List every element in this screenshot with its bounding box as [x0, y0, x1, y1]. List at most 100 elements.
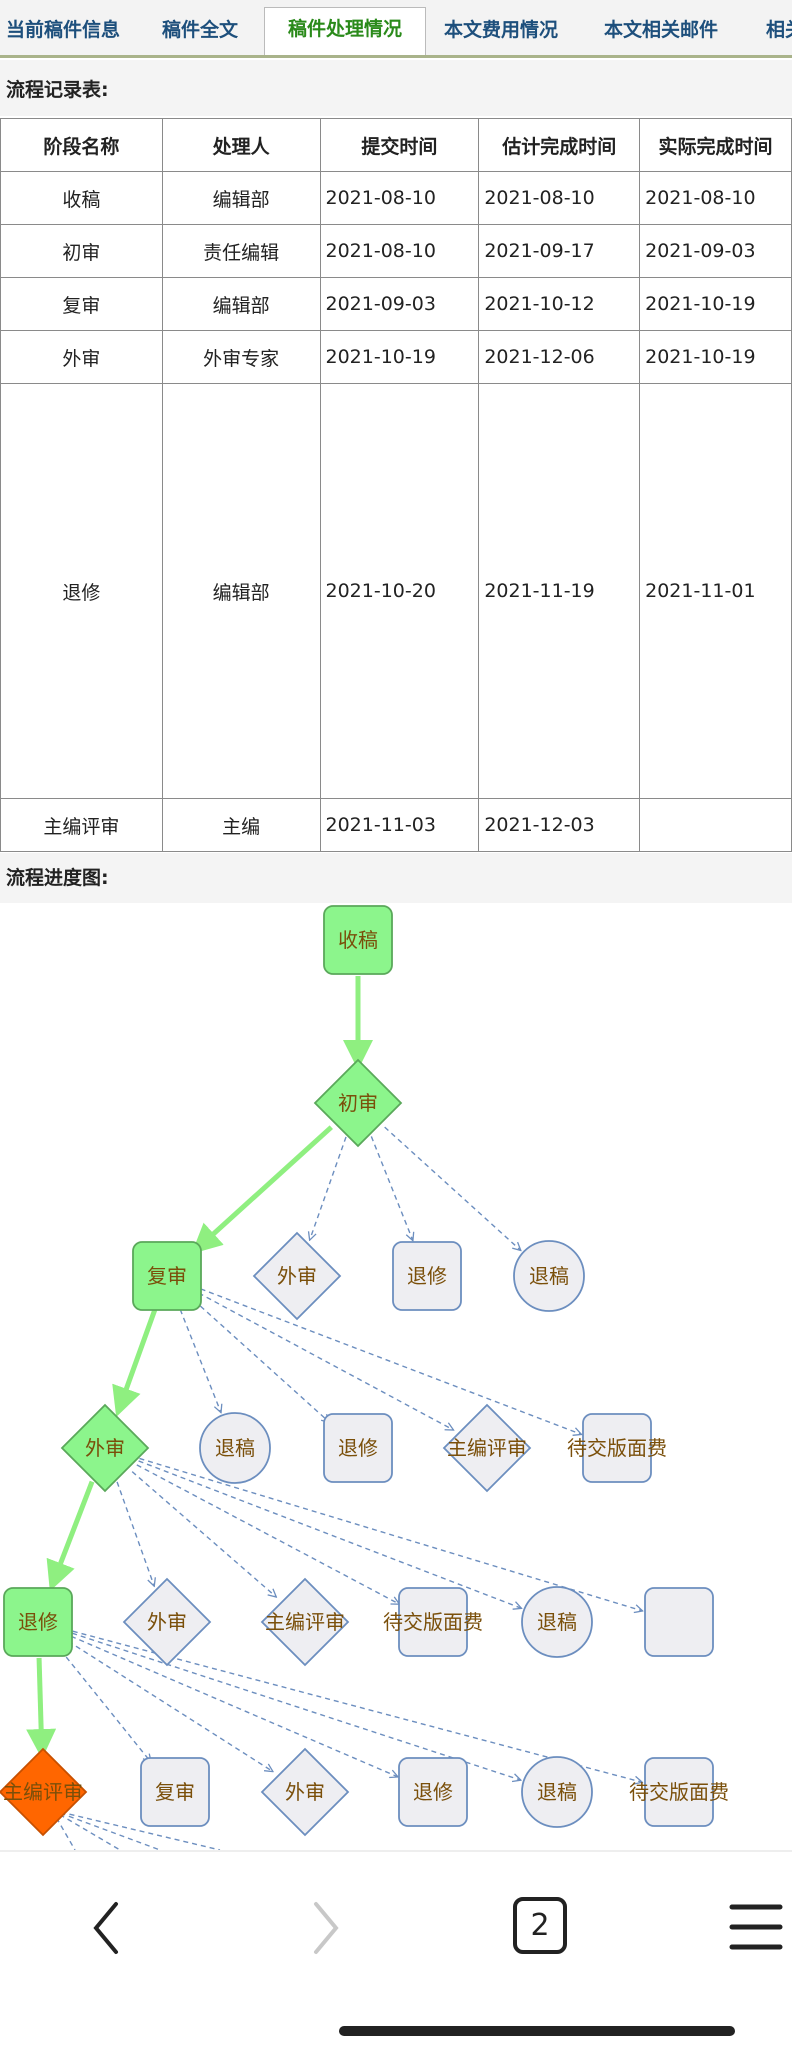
- table-cell: 外审专家: [161, 330, 321, 384]
- flow-node-label: 复审: [155, 1780, 195, 1804]
- option-arrow: [200, 1288, 582, 1435]
- flow-node-label: 待交版面费: [567, 1436, 667, 1460]
- flow-node-label: 外审: [277, 1264, 317, 1288]
- progress-arrow: [46, 1480, 95, 1592]
- tab-fee-status[interactable]: 本文费用情况: [444, 19, 559, 41]
- flow-node[interactable]: 复审: [132, 1241, 202, 1311]
- tab-manuscript-fulltext[interactable]: 稿件全文: [162, 19, 239, 41]
- flow-node[interactable]: 退稿: [521, 1756, 593, 1828]
- tab-manuscript-processing[interactable]: 稿件处理情况: [264, 7, 426, 55]
- flow-node[interactable]: 退稿: [199, 1412, 271, 1484]
- table-cell: 2021-08-10: [639, 171, 792, 225]
- flow-node[interactable]: 待交版面费: [629, 1757, 729, 1827]
- flow-node-label: 退稿: [529, 1264, 569, 1288]
- flow-node[interactable]: 外审: [252, 1231, 342, 1321]
- option-arrow: [51, 1809, 161, 1851]
- home-indicator[interactable]: [339, 2026, 735, 2036]
- option-arrow: [60, 1649, 152, 1762]
- progress-arrow: [112, 1309, 158, 1417]
- column-header: 实际完成时间: [639, 118, 792, 172]
- table-cell: 初审: [0, 224, 163, 278]
- option-arrow: [193, 1299, 330, 1422]
- tab-count-button[interactable]: 2: [513, 1897, 567, 1954]
- flow-node[interactable]: 退稿: [521, 1586, 593, 1658]
- table-cell: 2021-10-12: [478, 277, 641, 331]
- flow-node-label: 初审: [338, 1091, 378, 1115]
- table-cell: 2021-10-19: [319, 330, 480, 384]
- flow-node[interactable]: 收稿: [323, 905, 393, 975]
- flow-node[interactable]: 主编评审: [0, 1747, 88, 1837]
- flow-node[interactable]: 待交版面费: [567, 1413, 667, 1483]
- flow-node-label: 收稿: [338, 928, 378, 952]
- table-cell: 2021-11-01: [639, 383, 792, 799]
- flow-node[interactable]: 退修: [3, 1587, 73, 1657]
- flow-node[interactable]: 待交版面费: [383, 1587, 483, 1657]
- flow-node-label: 退稿: [215, 1436, 255, 1460]
- flow-node[interactable]: [644, 1587, 714, 1657]
- table-cell: 2021-12-03: [478, 798, 641, 852]
- flow-node[interactable]: 退稿: [513, 1240, 585, 1312]
- chevron-right-icon[interactable]: [308, 1900, 344, 1956]
- option-arrow: [179, 1309, 221, 1412]
- flow-node[interactable]: 主编评审: [260, 1577, 350, 1667]
- flow-node-label: 退修: [338, 1436, 378, 1460]
- table-cell: 2021-12-06: [478, 330, 641, 384]
- table-cell: 2021-10-19: [639, 277, 792, 331]
- flow-node[interactable]: 外审: [260, 1747, 350, 1837]
- table-cell: 2021-09-17: [478, 224, 641, 278]
- flow-node-label: 主编评审: [3, 1780, 83, 1804]
- flow-node[interactable]: 复审: [140, 1757, 210, 1827]
- table-cell: 2021-11-19: [478, 383, 641, 799]
- tab-related-emails[interactable]: 本文相关邮件: [604, 19, 719, 41]
- flow-node[interactable]: 退修: [398, 1757, 468, 1827]
- tab-related[interactable]: 相关: [766, 19, 792, 41]
- option-arrow: [198, 1292, 454, 1430]
- table-cell: 复审: [0, 277, 163, 331]
- column-header: 阶段名称: [0, 118, 163, 172]
- flow-node[interactable]: 外审: [122, 1577, 212, 1667]
- tab-current-manuscript-info[interactable]: 当前稿件信息: [6, 19, 121, 41]
- chevron-left-icon[interactable]: [88, 1900, 124, 1956]
- tab-bar: 当前稿件信息 稿件全文 稿件处理情况 本文费用情况 本文相关邮件 相关: [0, 0, 792, 58]
- table-cell: 收稿: [0, 171, 163, 225]
- flow-node-label: 退修: [407, 1264, 447, 1288]
- option-arrow: [384, 1126, 521, 1250]
- table-cell: 编辑部: [161, 277, 321, 331]
- table-cell: 主编: [161, 798, 321, 852]
- flow-node[interactable]: 外审: [60, 1403, 150, 1493]
- table-cell: 2021-11-03: [319, 798, 480, 852]
- column-header: 处理人: [161, 118, 321, 172]
- flow-chart-svg: 收稿初审复审外审退修退稿外审退稿退修主编评审待交版面费退修外审主编评审待交版面费…: [0, 905, 729, 1851]
- table-cell: 2021-09-03: [319, 277, 480, 331]
- option-arrow: [139, 1457, 642, 1611]
- table-cell: 2021-10-19: [639, 330, 792, 384]
- column-header: 估计完成时间: [478, 118, 641, 172]
- flow-node-label: 待交版面费: [383, 1610, 483, 1634]
- table-cell: 编辑部: [161, 171, 321, 225]
- table-cell: 2021-10-20: [319, 383, 480, 799]
- option-arrow: [51, 1809, 221, 1851]
- option-arrow: [310, 1136, 347, 1240]
- flow-node-label: 主编评审: [447, 1436, 527, 1460]
- hamburger-menu-icon[interactable]: [728, 1900, 784, 1956]
- table-cell: [639, 798, 792, 852]
- option-arrow: [67, 1640, 273, 1771]
- table-cell: 2021-08-10: [478, 171, 641, 225]
- progress-section-title: 流程进度图:: [0, 853, 792, 903]
- flow-node[interactable]: 初审: [313, 1058, 403, 1148]
- flow-node-label: 退修: [413, 1780, 453, 1804]
- flow-node[interactable]: 退修: [392, 1241, 462, 1311]
- flow-node[interactable]: 退修: [323, 1413, 393, 1483]
- column-header: 提交时间: [319, 118, 480, 172]
- table-cell: 2021-08-10: [319, 224, 480, 278]
- option-arrow: [136, 1464, 400, 1604]
- flow-node[interactable]: 主编评审: [442, 1403, 532, 1493]
- progress-arrow: [26, 1657, 57, 1760]
- progress-arrow: [191, 1125, 333, 1254]
- table-cell: 外审: [0, 330, 163, 384]
- option-arrow: [370, 1136, 413, 1240]
